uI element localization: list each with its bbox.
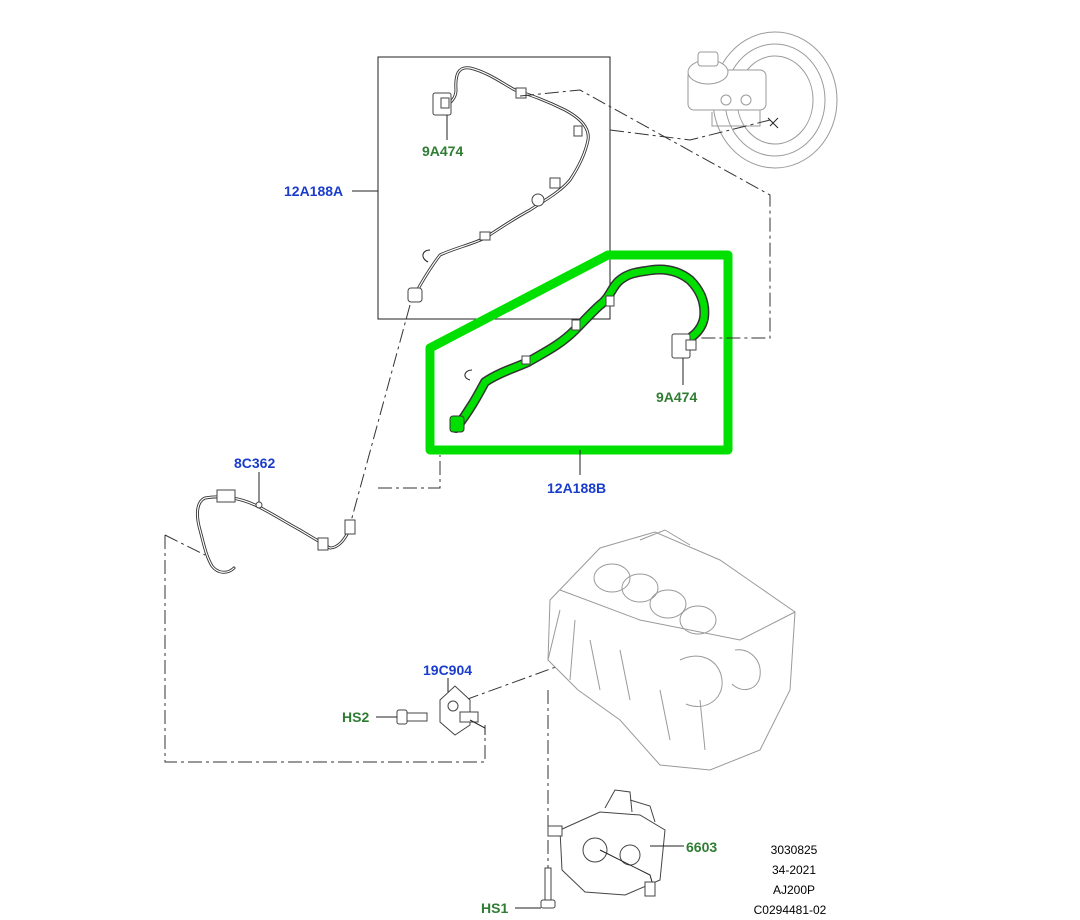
callout-12A188B: 12A188B bbox=[547, 480, 606, 496]
hose-assembly-8C362 bbox=[195, 472, 356, 574]
highlight-outline bbox=[425, 250, 733, 455]
callout-HS2: HS2 bbox=[342, 709, 369, 725]
callout-HS1: HS1 bbox=[481, 900, 508, 916]
reference-line-2: 34-2021 bbox=[772, 863, 816, 877]
callout-6603: 6603 bbox=[686, 839, 717, 855]
callout-8C362: 8C362 bbox=[234, 455, 275, 471]
callout-19C904: 19C904 bbox=[423, 662, 472, 678]
callout-12A188A: 12A188A bbox=[284, 183, 343, 199]
bolt-HS2 bbox=[376, 709, 428, 725]
brake-booster-illustration bbox=[687, 31, 838, 169]
sensor-19C904 bbox=[439, 678, 486, 736]
vacuum-pump-6603 bbox=[547, 789, 684, 897]
part-12A188A-frame bbox=[352, 56, 611, 320]
callout-9A474-bottom: 9A474 bbox=[656, 389, 697, 405]
vacuum-hose-12A188A bbox=[407, 66, 590, 303]
callout-9A474-top: 9A474 bbox=[422, 143, 463, 159]
bolt-HS1 bbox=[515, 867, 556, 909]
reference-line-4: C0294481-02 bbox=[754, 903, 827, 917]
engine-block-illustration bbox=[547, 529, 796, 771]
connection-lines bbox=[164, 89, 771, 890]
vacuum-hose-12A188B bbox=[449, 264, 710, 475]
reference-block: 3030825 34-2021 AJ200P C0294481-02 bbox=[754, 843, 827, 917]
reference-line-3: AJ200P bbox=[773, 883, 815, 897]
reference-line-1: 3030825 bbox=[771, 843, 818, 857]
